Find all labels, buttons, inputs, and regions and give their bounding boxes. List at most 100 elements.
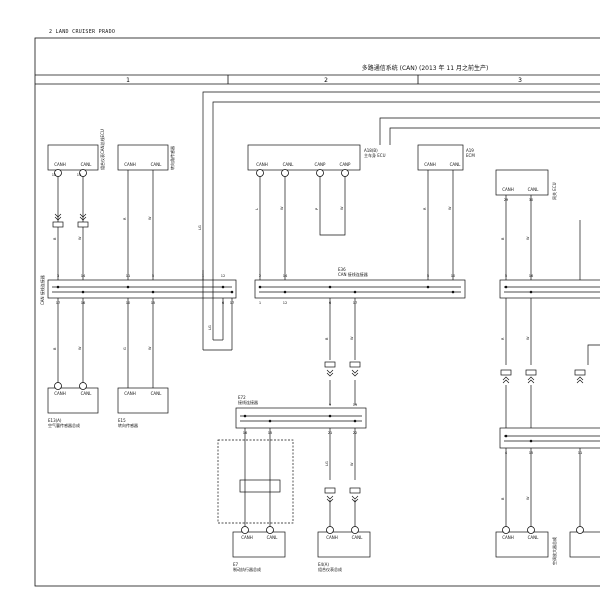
pin-number: 16 bbox=[529, 274, 534, 278]
wire-color: W bbox=[526, 336, 530, 340]
pin-number: 9 bbox=[329, 403, 332, 407]
pin-label: CANH bbox=[502, 535, 514, 540]
pin-label: CANL bbox=[81, 162, 93, 167]
pin-label: CANL bbox=[81, 391, 93, 396]
ecu-box-4 bbox=[417, 144, 464, 171]
diagram-title: 多路通信系统 (CAN) (2013 年 11 月之前生产) bbox=[361, 65, 489, 72]
component-label: A18(B) bbox=[364, 148, 378, 153]
pin-number: 22 bbox=[353, 431, 358, 435]
component-label: 组合仪表总成 bbox=[318, 566, 342, 572]
pin-number: 16 bbox=[243, 431, 248, 435]
junction-bar-4 bbox=[499, 427, 600, 449]
junction-bar-2 bbox=[254, 279, 466, 299]
pin-label: CANH bbox=[424, 162, 436, 167]
wire-color: B bbox=[53, 237, 57, 240]
pin-number: 14 bbox=[283, 274, 288, 278]
wire-color: R bbox=[423, 207, 427, 210]
wire-color: W bbox=[350, 336, 354, 340]
wire-color: B bbox=[501, 237, 505, 240]
junction-label: E72 bbox=[238, 395, 246, 400]
column-3: 3 bbox=[518, 77, 522, 84]
wire-color: W bbox=[340, 206, 344, 210]
component-label: E4(A) bbox=[318, 562, 329, 567]
pin-label: CANH bbox=[54, 391, 66, 396]
pin-number: 12 bbox=[52, 173, 57, 177]
pin-number: 3 bbox=[57, 274, 59, 278]
pin-number: 19 bbox=[353, 403, 358, 407]
wire-color: R bbox=[123, 217, 127, 220]
pin-label: CANP bbox=[315, 162, 327, 167]
pin-number: 6 bbox=[329, 301, 332, 305]
component-label: E13(A) bbox=[48, 418, 62, 423]
wire-color: W bbox=[148, 346, 152, 350]
ecu-box-bottom-4 bbox=[317, 531, 371, 558]
wire-color: LG bbox=[198, 225, 202, 230]
column-2: 2 bbox=[324, 77, 328, 84]
pin-number: 6 bbox=[222, 301, 225, 305]
pin-label: CANL bbox=[267, 535, 279, 540]
junction-bar-3 bbox=[499, 279, 600, 299]
pin-label: CANL bbox=[352, 535, 364, 540]
pin-number: 1 bbox=[259, 301, 261, 305]
ecu-box-3 bbox=[247, 144, 361, 171]
junction-bar-1 bbox=[47, 279, 237, 299]
pin-label: CANL bbox=[450, 162, 462, 167]
wire-color: W bbox=[526, 236, 530, 240]
pin-number: 17 bbox=[56, 301, 61, 305]
wire-color: B bbox=[501, 497, 505, 500]
pin-number: 10 bbox=[126, 301, 131, 305]
pin-number: 30 bbox=[529, 198, 534, 202]
pin-number: 17 bbox=[353, 301, 358, 305]
pin-label: CANL bbox=[528, 187, 540, 192]
pin-label: CANL bbox=[528, 535, 540, 540]
ecu-box-2 bbox=[117, 144, 169, 171]
ecu-box-bottom-1 bbox=[47, 387, 99, 414]
pin-number: 5 bbox=[152, 274, 154, 278]
component-label: 主车身 ECU bbox=[364, 152, 386, 158]
component-label: 转向角传感器 bbox=[169, 146, 175, 170]
wire-color: LG bbox=[325, 461, 329, 466]
pin-label: CANP bbox=[340, 162, 352, 167]
shielded-connector bbox=[217, 439, 294, 524]
wire-color: LG bbox=[208, 325, 212, 330]
component-label: 空调放大器总成 bbox=[551, 537, 557, 565]
column-1: 1 bbox=[126, 77, 130, 84]
pin-number: 12 bbox=[283, 301, 288, 305]
ecu-box-1 bbox=[47, 144, 99, 171]
pin-number: 11 bbox=[126, 274, 131, 278]
pin-number: 5 bbox=[505, 274, 507, 278]
wire-color: W bbox=[78, 236, 82, 240]
wire-color: W bbox=[78, 346, 82, 350]
pin-number: 12 bbox=[221, 274, 226, 278]
wire-color: W bbox=[448, 206, 452, 210]
junction-label: CAN 接线连接器 bbox=[338, 271, 368, 277]
pin-number: 21 bbox=[328, 431, 333, 435]
component-label: 空气囊传感器总成 bbox=[48, 422, 80, 428]
ecu-box-5 bbox=[495, 169, 549, 196]
wire-color: P bbox=[315, 207, 319, 210]
pin-number: 15 bbox=[268, 431, 273, 435]
component-label: ECM bbox=[466, 153, 475, 158]
pin-number: 4 bbox=[505, 451, 508, 455]
component-label: 组合仪表CAN总线ECU bbox=[99, 129, 105, 170]
pin-label: CANH bbox=[124, 391, 136, 396]
pin-number: 2 bbox=[259, 274, 261, 278]
pin-number: 13 bbox=[77, 173, 82, 177]
pin-label: CANL bbox=[283, 162, 295, 167]
pin-number: 10 bbox=[451, 274, 456, 278]
junction-label: E36 bbox=[338, 267, 346, 272]
pin-number: 5 bbox=[427, 274, 429, 278]
pin-number: 16 bbox=[81, 301, 86, 305]
ecu-box-bottom-3 bbox=[232, 531, 286, 558]
ecu-box-bottom-2 bbox=[117, 387, 169, 414]
junction-label: 接线连接器 bbox=[238, 399, 258, 405]
wire-color: W bbox=[350, 462, 354, 466]
component-label: 制动执行器总成 bbox=[233, 566, 261, 572]
pin-label: CANL bbox=[151, 391, 163, 396]
pin-number: 17 bbox=[230, 301, 235, 305]
wire-color: R bbox=[501, 337, 505, 340]
junction-e72 bbox=[235, 407, 367, 429]
ecu-box-bottom-6 bbox=[569, 531, 600, 558]
junction-label: CAN 接线连接器 bbox=[39, 275, 45, 305]
